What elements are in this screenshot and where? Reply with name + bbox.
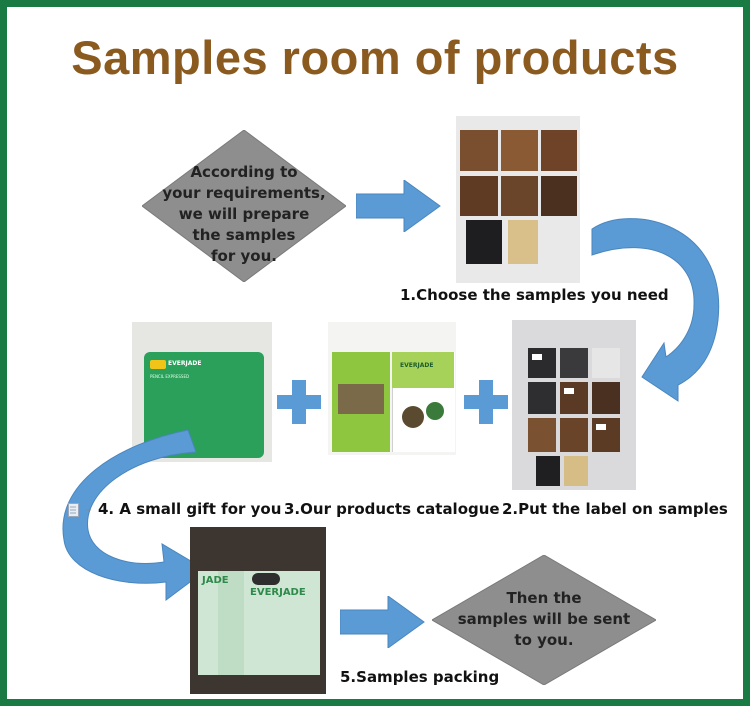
diamond-line: for you.	[211, 247, 277, 265]
sample-tile	[528, 382, 556, 414]
diamond-requirements: According to your requirements, we will …	[142, 130, 346, 282]
sample-tile	[528, 418, 556, 452]
caption-step4: 4. A small gift for you	[98, 500, 282, 518]
wood-tile	[541, 130, 577, 171]
page-title: Samples room of products	[71, 31, 679, 84]
diamond-line: samples will be sent	[457, 610, 631, 628]
sample-tile	[592, 382, 620, 414]
mousepad-subtext: PENCIL EXPRESSED	[150, 374, 190, 379]
curved-arrow-down-left	[62, 430, 207, 601]
sample-tile	[560, 382, 588, 414]
catalogue-photo: EVERJADE	[328, 322, 456, 455]
catalogue-circle	[426, 402, 444, 420]
catalogue-green-band	[392, 352, 454, 388]
wood-tile	[460, 130, 498, 171]
sample-tile	[560, 348, 588, 378]
diamond-shape	[432, 555, 656, 685]
labeled-samples-photo	[512, 320, 636, 490]
sample-tile	[564, 456, 588, 486]
wood-tile	[501, 176, 538, 216]
sample-tile	[536, 456, 560, 486]
diamond-line: the samples	[192, 226, 296, 244]
sample-tile	[592, 348, 620, 378]
sample-label	[564, 388, 574, 394]
curved-arrow-down-right	[591, 218, 720, 402]
caption-step5: 5.Samples packing	[340, 668, 500, 686]
diamond-line: your requirements,	[162, 184, 326, 202]
sample-tile	[528, 348, 556, 378]
wood-tile	[541, 176, 577, 216]
plus-icon	[464, 380, 508, 424]
caption-step1: 1.Choose the samples you need	[400, 286, 669, 304]
package-brand-partial: JADE	[202, 575, 229, 586]
diamond-line: Then the	[506, 589, 582, 607]
package-brand: EVERJADE	[250, 587, 306, 598]
catalogue-circle	[402, 406, 424, 428]
arrow-right-2	[340, 596, 425, 648]
document-icon	[68, 503, 79, 517]
sample-tile	[592, 418, 620, 452]
samples-photo	[456, 116, 580, 283]
sample-label	[532, 354, 542, 360]
diamond-line: to you.	[514, 631, 574, 649]
black-tile	[466, 220, 502, 264]
diamond-line: According to	[190, 163, 298, 181]
package-photo: JADE EVERJADE	[190, 527, 326, 694]
plus-icon	[277, 380, 321, 424]
catalogue-brand: EVERJADE	[400, 362, 434, 369]
package-stripe	[218, 571, 244, 675]
mousepad-logo-icon	[150, 360, 166, 369]
diamond-shape	[142, 130, 346, 282]
caption-step3: 3.Our products catalogue	[284, 500, 500, 518]
package-logo-icon	[252, 573, 280, 585]
caption-step4-prefix: -	[86, 500, 92, 518]
wood-tile	[501, 130, 538, 171]
sample-label	[596, 424, 606, 430]
diamond-line: we will prepare	[178, 205, 310, 223]
catalogue-photo-strip	[338, 384, 384, 414]
diamond-sent: Then the samples will be sent to you.	[432, 555, 656, 685]
caption-step2: 2.Put the label on samples	[502, 500, 728, 518]
light-wood-tile	[508, 220, 538, 264]
arrow-right-1	[356, 180, 441, 232]
wood-tile	[460, 176, 498, 216]
sample-tile	[560, 418, 588, 452]
mousepad-brand: EVERJADE	[168, 360, 202, 367]
